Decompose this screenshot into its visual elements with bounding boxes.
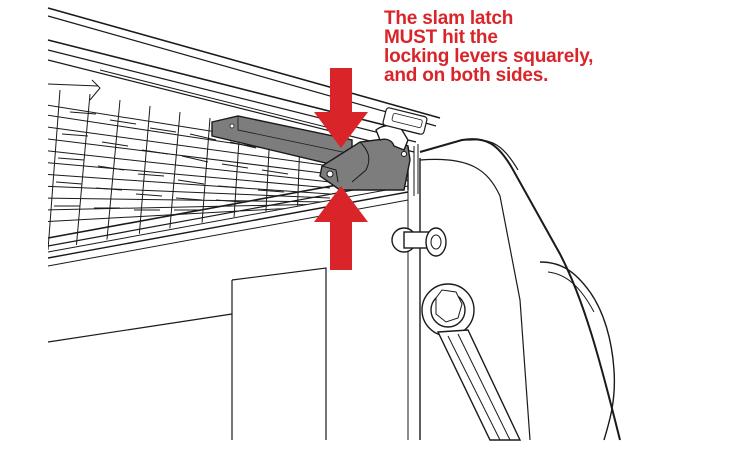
gas-strut [421,283,522,441]
vent-grid [48,89,330,250]
latch-body [319,137,411,191]
callout-line-4: and on both sides. [384,65,549,86]
pivot-stud [391,227,447,257]
enclosure-body [407,138,621,441]
arrow-down-icon [314,68,368,148]
front-door [47,267,327,440]
callout-line-3: locking levers squarely, [384,46,594,67]
slam-latch [211,107,428,191]
callout-line-2: MUST hit the [384,27,498,48]
warning-callout: The slam latch MUST hit the locking leve… [384,9,724,85]
callout-line-1: The slam latch [384,8,514,29]
arrow-up-icon [314,186,368,270]
